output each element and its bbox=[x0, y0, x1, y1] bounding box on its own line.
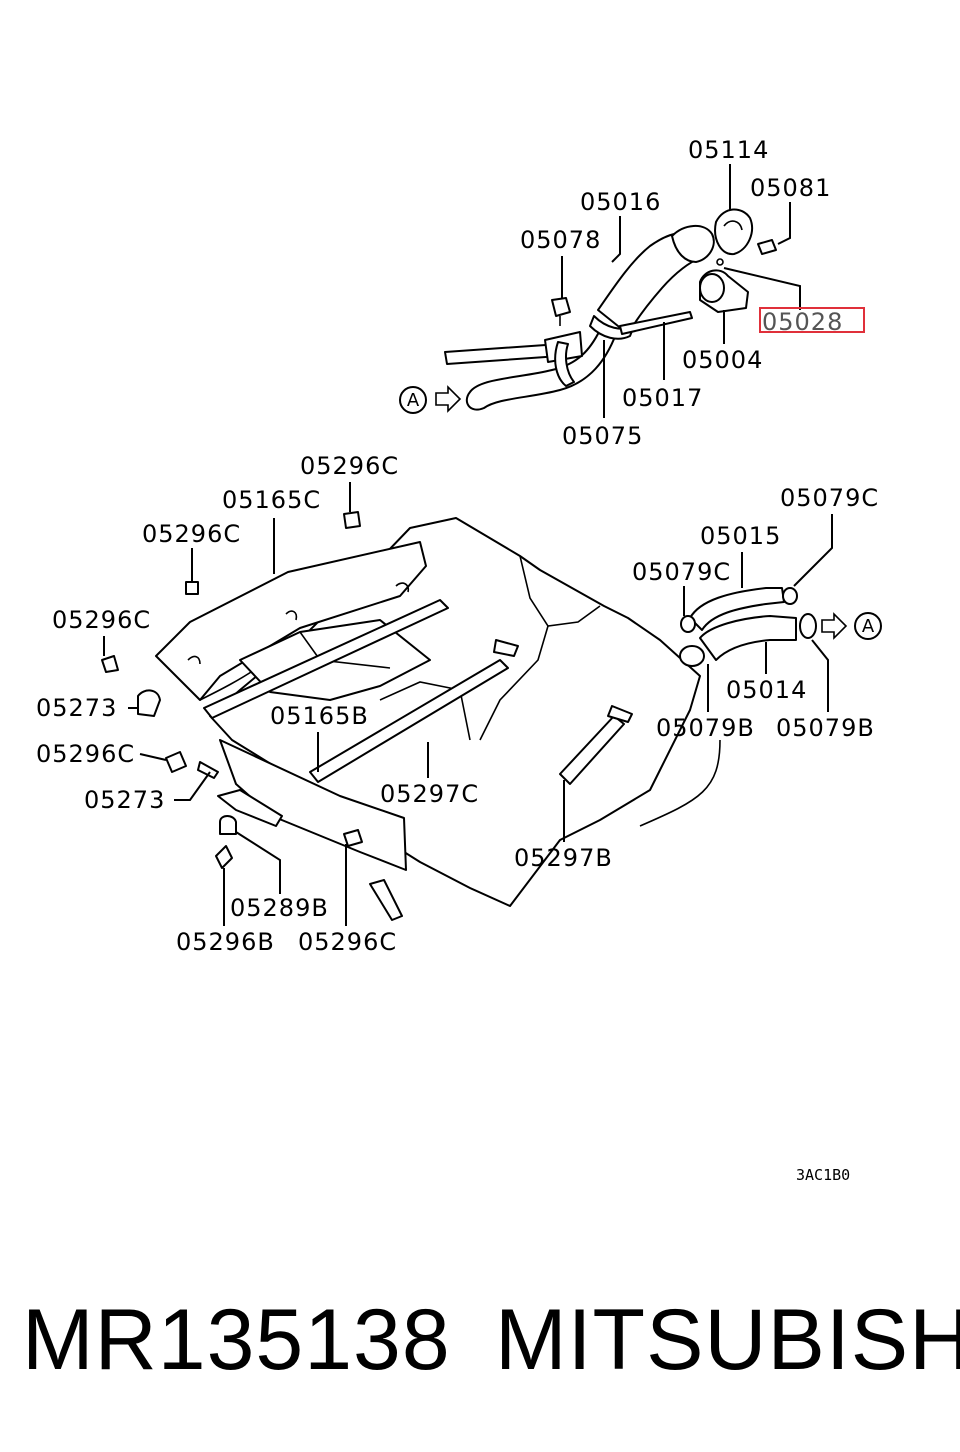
label-05296C-b: 05296C bbox=[52, 606, 151, 634]
label-05273-b: 05273 bbox=[84, 786, 165, 814]
label-05289B: 05289B bbox=[230, 894, 329, 922]
part-number: MR135138 bbox=[22, 1292, 451, 1388]
svg-text:A: A bbox=[407, 390, 420, 411]
label-05165B: 05165B bbox=[270, 702, 369, 730]
label-05028: 05028 bbox=[762, 308, 843, 336]
callout-a-right: A bbox=[821, 612, 882, 640]
label-05296C-a: 05296C bbox=[142, 520, 241, 548]
label-05016: 05016 bbox=[580, 188, 661, 216]
label-05079B-b: 05079B bbox=[776, 714, 875, 742]
label-05078: 05078 bbox=[520, 226, 601, 254]
label-05075: 05075 bbox=[562, 422, 643, 450]
label-05004: 05004 bbox=[682, 346, 763, 374]
brand-name: MITSUBISHI bbox=[495, 1292, 960, 1388]
label-05273-a: 05273 bbox=[36, 694, 117, 722]
label-05079B-a: 05079B bbox=[656, 714, 755, 742]
footer: MR135138 MITSUBISHI bbox=[0, 1290, 960, 1390]
label-05296B: 05296B bbox=[176, 928, 275, 956]
label-05296C-d: 05296C bbox=[298, 928, 397, 956]
label-05014: 05014 bbox=[726, 676, 807, 704]
fuel-tank-assembly bbox=[101, 511, 701, 921]
highlight-box bbox=[759, 307, 865, 333]
diagram-code: 3AC1B0 bbox=[796, 1166, 850, 1184]
main-leader-lines bbox=[103, 482, 833, 926]
svg-text:A: A bbox=[862, 616, 875, 637]
label-05079C-b: 05079C bbox=[632, 558, 731, 586]
label-05015: 05015 bbox=[700, 522, 781, 550]
label-05297B: 05297B bbox=[514, 844, 613, 872]
label-05165C: 05165C bbox=[222, 486, 321, 514]
label-05296C-c: 05296C bbox=[36, 740, 135, 768]
label-05297C: 05297C bbox=[380, 780, 479, 808]
right-hose-assembly bbox=[679, 587, 817, 667]
label-05114: 05114 bbox=[688, 136, 769, 164]
label-05079C-a: 05079C bbox=[780, 484, 879, 512]
callout-a-left: A bbox=[399, 385, 462, 414]
label-05081: 05081 bbox=[750, 174, 831, 202]
label-05296C-top: 05296C bbox=[300, 452, 399, 480]
filler-neck-assembly bbox=[444, 208, 777, 411]
top-leader-lines bbox=[561, 164, 801, 418]
label-05017: 05017 bbox=[622, 384, 703, 412]
